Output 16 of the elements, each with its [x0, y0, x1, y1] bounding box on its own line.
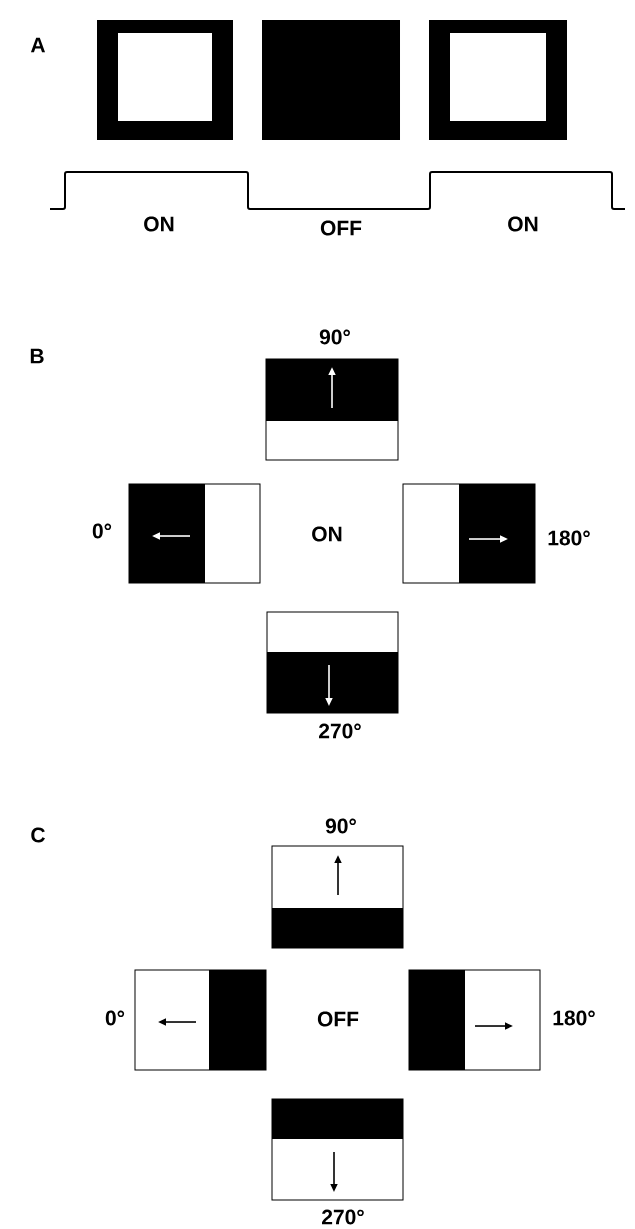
panel-label: A	[30, 37, 46, 53]
state-label: OFF	[320, 220, 362, 236]
state-label: ON	[508, 216, 538, 232]
angle-label: 180°	[553, 1010, 595, 1026]
panel-label: B	[30, 348, 44, 364]
angle-label: 0°	[92, 523, 112, 539]
state-label: OFF	[317, 1011, 359, 1027]
angle-label: 90°	[319, 329, 350, 345]
angle-label: 90°	[325, 818, 356, 834]
panel-label: C	[31, 827, 45, 843]
state-label: ON	[312, 526, 342, 542]
angle-label: 270°	[319, 723, 361, 739]
state-label: ON	[144, 216, 174, 232]
angle-label: 270°	[322, 1209, 364, 1225]
angle-label: 180°	[548, 530, 590, 546]
angle-label: 0°	[105, 1010, 125, 1026]
